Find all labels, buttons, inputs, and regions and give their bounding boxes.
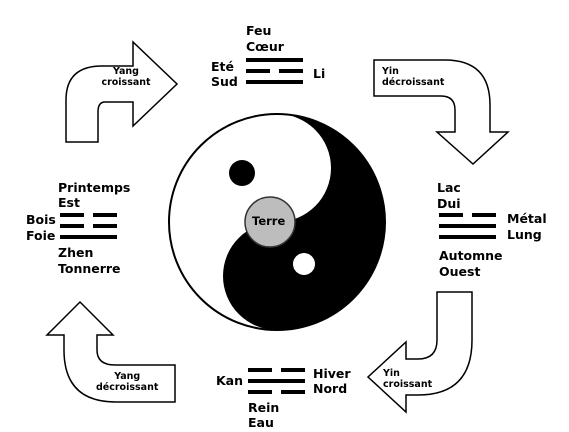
top-trigram bbox=[246, 58, 303, 84]
bottom-element: Eau bbox=[248, 415, 274, 430]
right-organ: Lung bbox=[507, 227, 542, 242]
left-season: Printemps bbox=[58, 180, 131, 195]
left-direction: Est bbox=[58, 195, 80, 210]
trigram-line-solid bbox=[439, 224, 496, 228]
trigram-line-broken bbox=[472, 213, 496, 217]
arrow-label-line: Yang bbox=[114, 371, 141, 382]
right-label-1: Lac bbox=[437, 180, 461, 195]
trigram-line-broken bbox=[248, 368, 272, 372]
bottom-trigram-name: Kan bbox=[216, 373, 244, 388]
top-label-1: Feu bbox=[246, 23, 272, 38]
earth-circle bbox=[244, 196, 296, 248]
trigram-line-solid bbox=[60, 235, 117, 239]
bottom-season: Hiver bbox=[313, 366, 351, 381]
arrow-label-yin-decroissant: Yin décroissant bbox=[382, 66, 444, 88]
trigram-line-solid bbox=[439, 235, 496, 239]
bottom-trigram bbox=[248, 368, 305, 394]
right-trigram bbox=[439, 213, 496, 239]
right-element: Métal bbox=[507, 211, 547, 226]
trigram-line-broken bbox=[60, 224, 84, 228]
yin-dot bbox=[229, 160, 255, 186]
top-season: Eté bbox=[211, 59, 234, 74]
arrow-label-line: Yin bbox=[382, 66, 399, 77]
bottom-direction: Nord bbox=[313, 381, 348, 396]
trigram-line-broken bbox=[281, 368, 305, 372]
right-season: Automne bbox=[439, 248, 503, 263]
arrow-label-yang-croissant: Yang croissant bbox=[96, 66, 156, 88]
trigram-line-broken bbox=[60, 213, 84, 217]
right-label-2: Dui bbox=[437, 196, 461, 211]
yin-yang-symbol bbox=[168, 113, 386, 331]
center-label: Terre bbox=[252, 214, 286, 228]
arrow-label-line: décroissant bbox=[96, 382, 159, 393]
trigram-line-solid bbox=[246, 80, 303, 84]
arrow-yang-decroissant bbox=[45, 300, 176, 403]
arrow-label-line: Yang bbox=[113, 66, 139, 77]
left-organ: Foie bbox=[26, 228, 56, 243]
arrow-label-yang-decroissant: Yang décroissant bbox=[96, 371, 158, 393]
right-direction: Ouest bbox=[439, 264, 481, 279]
arrow-label-yin-croissant: Yin croissant bbox=[383, 368, 432, 390]
arrow-label-line: décroissant bbox=[382, 77, 445, 88]
left-element: Bois bbox=[26, 212, 56, 227]
trigram-line-solid bbox=[248, 379, 305, 383]
arrow-label-line: croissant bbox=[101, 77, 151, 88]
trigram-line-broken bbox=[246, 69, 270, 73]
trigram-line-broken bbox=[248, 390, 272, 394]
top-direction: Sud bbox=[211, 74, 238, 89]
trigram-line-broken bbox=[93, 224, 117, 228]
bottom-organ: Rein bbox=[248, 400, 280, 415]
left-trigram-name: Zhen bbox=[58, 245, 94, 260]
trigram-line-broken bbox=[93, 213, 117, 217]
top-trigram-name: Li bbox=[313, 66, 326, 81]
arrow-yin-decroissant bbox=[373, 59, 510, 166]
arrow-yin-croissant bbox=[366, 291, 473, 414]
arrow-label-line: croissant bbox=[383, 379, 433, 390]
trigram-line-solid bbox=[246, 58, 303, 62]
trigram-line-broken bbox=[439, 213, 463, 217]
arrow-yang-croissant bbox=[65, 40, 179, 143]
left-trigram bbox=[60, 213, 117, 239]
top-label-2: Cœur bbox=[246, 39, 284, 54]
yang-dot bbox=[293, 253, 315, 275]
left-nature: Tonnerre bbox=[58, 261, 121, 276]
trigram-line-broken bbox=[279, 69, 303, 73]
arrow-label-line: Yin bbox=[383, 368, 400, 379]
trigram-line-broken bbox=[281, 390, 305, 394]
